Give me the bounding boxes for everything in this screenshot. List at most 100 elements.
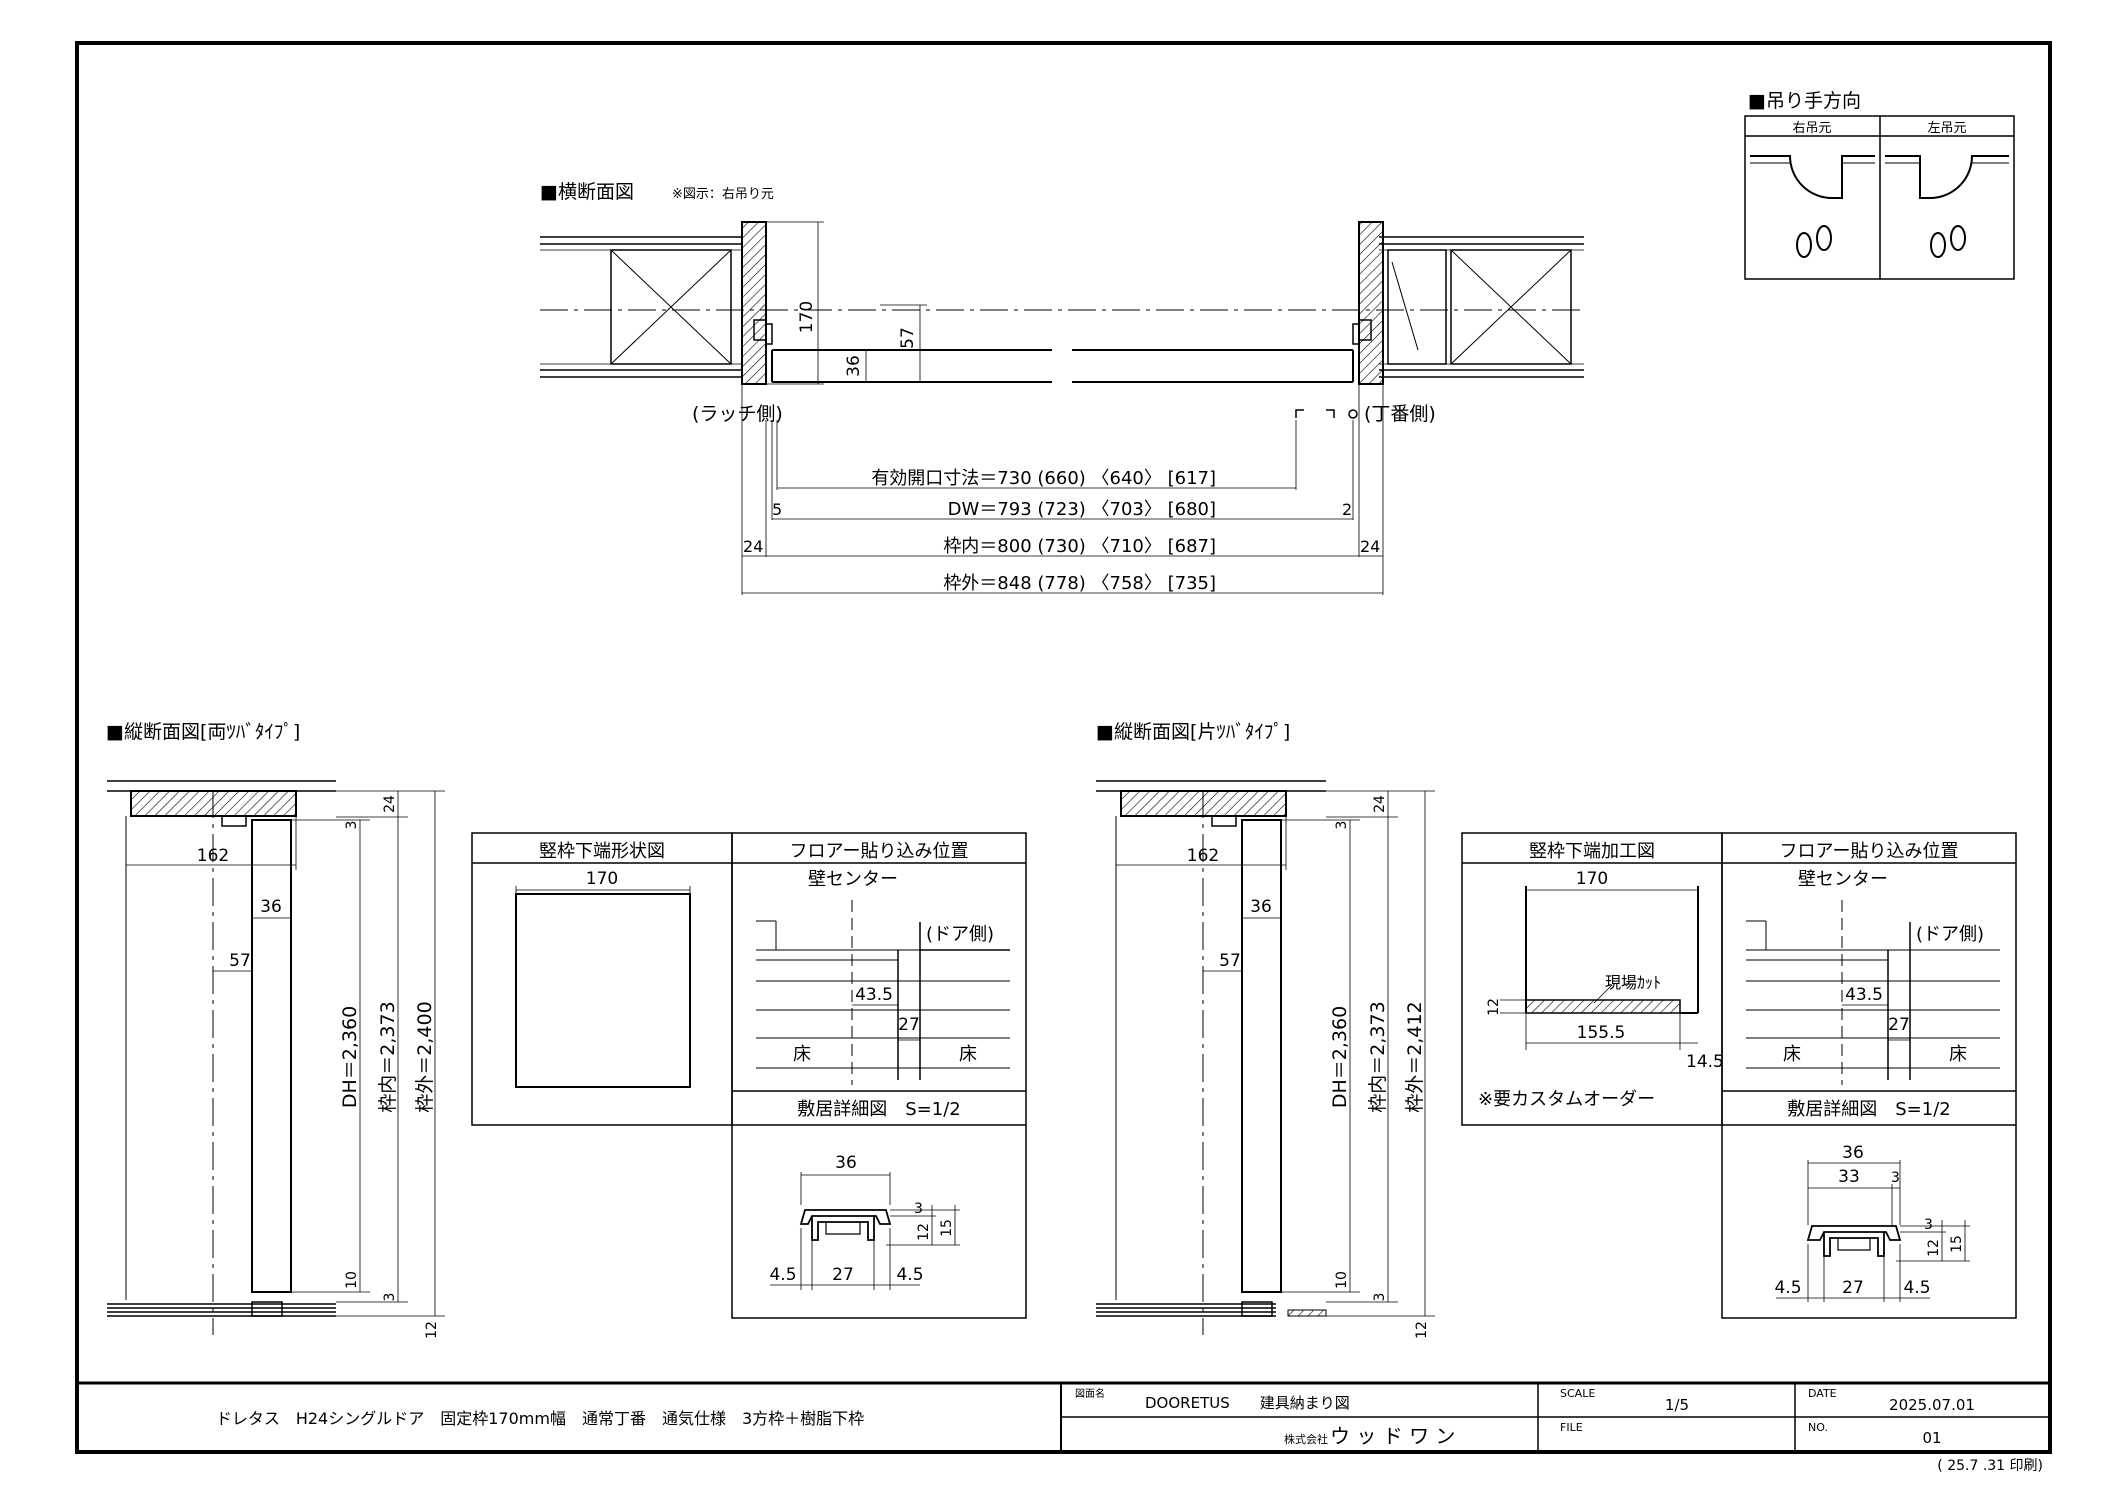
dim-27-label: 27 (898, 1015, 920, 1035)
frame-outer-label: 枠外＝2,400 (414, 1001, 436, 1112)
sill-36-label: 36 (835, 1153, 857, 1173)
sill-27-label: 27 (1842, 1278, 1864, 1298)
footprint-icon (1796, 232, 1812, 258)
title-block: ドレタス H24シングルドア 固定枠170mm幅 通常丁番 通気仕様 3方枠＋樹… (77, 1381, 2050, 1452)
sill-title: 敷居詳細図 S=1/2 (797, 1099, 960, 1120)
print-note: ( 25.7 .31 印刷) (1937, 1458, 2043, 1474)
dim-170-label: 170 (797, 301, 817, 333)
floor-right-label: 床 (1949, 1044, 1967, 1065)
frame-outer-label: 枠外＝2,412 (1404, 1001, 1426, 1112)
dim-3-bottom-label: 3 (1372, 1293, 1388, 1302)
left-detail-panel: 竪枠下端形状図 フロアー貼り込み位置 敷居詳細図 S=1/2 170 壁センター… (471, 832, 1027, 1319)
sill-15-label: 15 (939, 1219, 955, 1237)
latch-side-label: (ラッチ側) (692, 403, 783, 425)
footprint-icon (1816, 225, 1832, 251)
dim-2-label: 2 (1342, 500, 1352, 519)
no-label: NO. (1808, 1421, 1828, 1434)
dim-24-right-label: 24 (1360, 537, 1380, 556)
drawing-name: DOORETUS 建具納まり図 (1145, 1394, 1350, 1412)
shape-dim-label: 170 (1576, 869, 1608, 889)
floor-title: フロアー貼り込み位置 (1780, 841, 1959, 862)
left-vertical-title: ■縦断面図[両ﾂﾊﾞﾀｲﾌﾟ] (106, 721, 300, 743)
dw-label: DW＝793 (723) 〈703〉 [680] (948, 499, 1216, 520)
wall-center-label: 壁センター (1798, 869, 1888, 890)
floor-left-label: 床 (1783, 1044, 1801, 1065)
wall-center-label: 壁センター (808, 869, 898, 890)
sill-27-label: 27 (832, 1265, 854, 1285)
hinge-side-label: (丁番側) (1364, 403, 1436, 425)
left-hinge-label: 左吊元 (1927, 121, 1966, 136)
shape-dim-label: 170 (586, 869, 618, 889)
door-side-label: (ドア側) (926, 924, 994, 945)
scale-label: SCALE (1560, 1387, 1595, 1400)
dim-162-label: 162 (1187, 846, 1219, 866)
footprint-icon (1930, 232, 1946, 258)
horizontal-section-note: ※図示：右吊り元 (672, 187, 774, 202)
drawing-description: ドレタス H24シングルドア 固定枠170mm幅 通常丁番 通気仕様 3方枠＋樹… (216, 1409, 864, 1428)
dim-12-label: 12 (424, 1321, 440, 1339)
dim-3-top-label: 3 (1334, 821, 1350, 830)
no-value: 01 (1922, 1429, 1941, 1447)
left-vertical-section: ■縦断面図[両ﾂﾊﾞﾀｲﾌﾟ] 162 36 57 DH＝2,360 3 10 … (106, 721, 445, 1339)
floor-title: フロアー貼り込み位置 (790, 841, 969, 862)
sheet-border (75, 41, 2052, 1454)
date-label: DATE (1808, 1387, 1837, 1400)
dh-label: DH＝2,360 (339, 1006, 361, 1108)
dim-57-label: 57 (229, 951, 251, 971)
company-prefix: 株式会社 (1284, 1432, 1328, 1446)
dim-36-label: 36 (260, 897, 282, 917)
sill-3-top-label: 3 (1891, 1170, 1900, 1186)
dim-14-5-label: 14.5 (1686, 1052, 1724, 1072)
footprint-icon (1950, 225, 1966, 251)
horizontal-section-title: ■横断面図 (540, 181, 634, 203)
shape-title: 竪枠下端加工図 (1529, 841, 1655, 862)
right-detail-panel: 竪枠下端加工図 フロアー貼り込み位置 敷居詳細図 S=1/2 170 現場ｶｯﾄ… (1461, 832, 2017, 1319)
dim-43-5-label: 43.5 (1845, 985, 1883, 1005)
dim-12-label: 12 (1414, 1321, 1430, 1339)
company-name: ウ ッ ド ワ ン (1330, 1424, 1455, 1448)
scale-value: 1/5 (1665, 1396, 1689, 1414)
dim-43-5-label: 43.5 (855, 985, 893, 1005)
date-value: 2025.07.01 (1889, 1396, 1975, 1414)
sill-4-5-left-label: 4.5 (1774, 1278, 1801, 1298)
sill-4-5-right-label: 4.5 (1903, 1278, 1930, 1298)
custom-order-note: ※要カスタムオーダー (1478, 1089, 1655, 1110)
dim-10-label: 10 (1334, 1271, 1350, 1289)
site-cut-label: 現場ｶｯﾄ (1605, 973, 1661, 992)
sill-12-label: 12 (1926, 1239, 1942, 1257)
effective-opening-label: 有効開口寸法＝730 (660) 〈640〉 [617] (871, 468, 1216, 489)
dim-3-top-label: 3 (344, 821, 360, 830)
dim-27-label: 27 (1888, 1015, 1910, 1035)
hinge-direction-title: ■吊り手方向 (1748, 90, 1861, 112)
drawing-name-label: 図面名 (1075, 1387, 1105, 1400)
door-side-label: (ドア側) (1916, 924, 1984, 945)
right-hinge-label: 右吊元 (1792, 121, 1831, 136)
sill-title: 敷居詳細図 S=1/2 (1787, 1099, 1950, 1120)
sill-3-label: 3 (1924, 1217, 1933, 1233)
dim-12-label: 12 (1486, 998, 1502, 1016)
sill-4-5-right-label: 4.5 (896, 1265, 923, 1285)
dim-5-label: 5 (772, 500, 782, 519)
sill-33-label: 33 (1838, 1167, 1860, 1187)
sill-3-label: 3 (914, 1201, 923, 1217)
dim-57-label: 57 (1219, 951, 1241, 971)
dim-24-label: 24 (382, 795, 398, 813)
floor-right-label: 床 (959, 1044, 977, 1065)
dim-36-label: 36 (844, 355, 864, 377)
dim-24-left-label: 24 (743, 537, 763, 556)
horizontal-section: ■横断面図 ※図示：右吊り元 (540, 181, 1584, 595)
frame-inner-label: 枠内＝2,373 (377, 1001, 399, 1112)
dim-162-label: 162 (197, 846, 229, 866)
sill-4-5-left-label: 4.5 (769, 1265, 796, 1285)
frame-outer-label: 枠外＝848 (778) 〈758〉 [735] (943, 573, 1216, 594)
sill-12-label: 12 (916, 1223, 932, 1241)
dim-155-5-label: 155.5 (1577, 1023, 1626, 1043)
dim-3-bottom-label: 3 (382, 1293, 398, 1302)
dim-10-label: 10 (344, 1271, 360, 1289)
sill-36-label: 36 (1842, 1143, 1864, 1163)
file-label: FILE (1560, 1421, 1583, 1434)
shape-title: 竪枠下端形状図 (539, 841, 665, 862)
dim-36-label: 36 (1250, 897, 1272, 917)
frame-inner-label: 枠内＝800 (730) 〈710〉 [687] (943, 536, 1216, 557)
